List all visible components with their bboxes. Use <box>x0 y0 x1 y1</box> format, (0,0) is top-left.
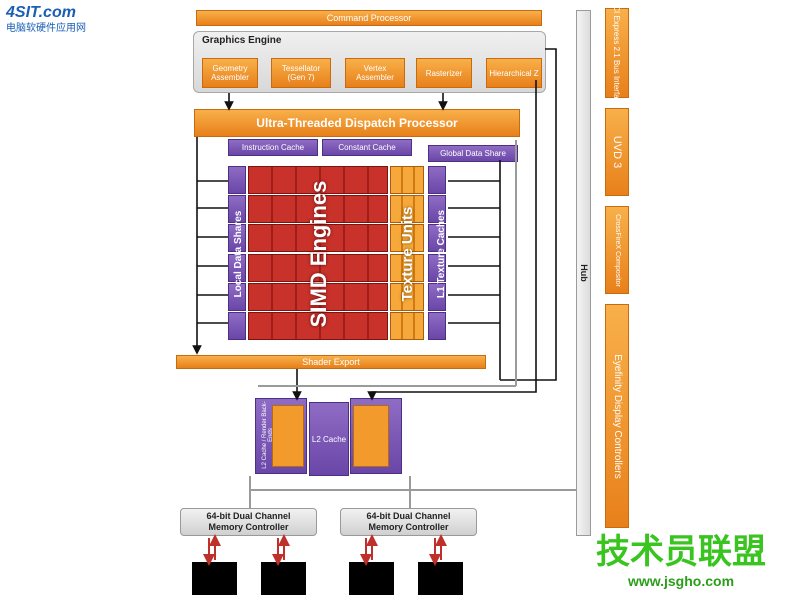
l2-cache-center: L2 Cache <box>309 402 349 476</box>
l2-left-block: L2 Cache / Render Back-Ends <box>255 398 307 474</box>
local-data-share-cell <box>228 282 246 311</box>
watermark: 技术员联盟 www.jsgho.com <box>566 532 796 596</box>
shader-export: Shader Export <box>176 355 486 369</box>
simd-engine-row <box>248 166 388 194</box>
memory-controller-left: 64-bit Dual Channel Memory Controller <box>180 508 317 536</box>
eyefinity-display-controllers: Eyefinity Display Controllers <box>605 304 629 528</box>
l1-texture-cache-cell <box>428 312 446 340</box>
watermark-url: www.jsgho.com <box>627 573 735 589</box>
constant-cache: Constant Cache <box>322 139 412 156</box>
l1-texture-cache-cell <box>428 282 446 311</box>
local-data-share-cell <box>228 312 246 340</box>
logo-brand: 4SIT.com <box>6 4 76 21</box>
texture-unit-cell <box>390 224 424 253</box>
l1-texture-cache-cell <box>428 253 446 282</box>
dispatch-processor-label: Ultra-Threaded Dispatch Processor <box>256 116 458 130</box>
dram-chip <box>349 562 394 595</box>
local-data-share-cell <box>228 224 246 253</box>
local-data-share-cell <box>228 166 246 194</box>
simd-cluster: Local Data Shares SIMD Engines Texture U… <box>228 166 448 342</box>
simd-engine-row <box>248 224 388 253</box>
simd-engine-row <box>248 253 388 282</box>
command-processor: Command Processor <box>196 10 542 26</box>
local-data-share-cell <box>228 195 246 224</box>
command-processor-label: Command Processor <box>326 13 412 23</box>
texture-unit-cell <box>390 282 424 311</box>
logo-tagline: 电脑软硬件应用网 <box>6 23 86 34</box>
simd-engine-row <box>248 282 388 311</box>
vertex-assembler: Vertex Assembler <box>345 58 405 88</box>
l1-texture-cache-cell <box>428 224 446 253</box>
hierarchical-z: Hierarchical Z <box>486 58 542 88</box>
graphics-engine-title: Graphics Engine <box>202 35 282 46</box>
local-data-share-cell <box>228 253 246 282</box>
dram-chip <box>192 562 237 595</box>
rasterizer: Rasterizer <box>416 58 472 88</box>
l1-texture-cache-cell <box>428 195 446 224</box>
tessellator: Tessellator (Gen 7) <box>271 58 331 88</box>
hub-bar: Hub <box>576 10 591 536</box>
texture-unit-cell <box>390 253 424 282</box>
memory-controller-right: 64-bit Dual Channel Memory Controller <box>340 508 477 536</box>
texture-unit-cell <box>390 312 424 340</box>
watermark-title: 技术员联盟 <box>596 532 766 572</box>
dram-chip <box>261 562 306 595</box>
l1-texture-cache-cell <box>428 166 446 194</box>
uvd3: UVD 3 <box>605 108 629 196</box>
render-backend-right <box>353 405 389 467</box>
texture-unit-cell <box>390 166 424 194</box>
crossfirex-compositor: CrossFireX Compositor <box>605 206 629 294</box>
shader-export-label: Shader Export <box>302 357 360 367</box>
pcie-interface: PCI Express 2.1 Bus Interface <box>605 0 629 107</box>
l2-right-block <box>350 398 402 474</box>
render-backend-left <box>272 405 304 467</box>
instruction-cache: Instruction Cache <box>228 139 318 156</box>
texture-unit-cell <box>390 195 424 224</box>
simd-engine-row <box>248 312 388 340</box>
logo: 4SIT.com 电脑软硬件应用网 <box>6 4 126 40</box>
geometry-assembler: Geometry Assembler <box>202 58 258 88</box>
dispatch-processor: Ultra-Threaded Dispatch Processor <box>194 109 520 137</box>
dram-chip <box>418 562 463 595</box>
simd-engine-row <box>248 195 388 224</box>
global-data-share: Global Data Share <box>428 145 518 162</box>
